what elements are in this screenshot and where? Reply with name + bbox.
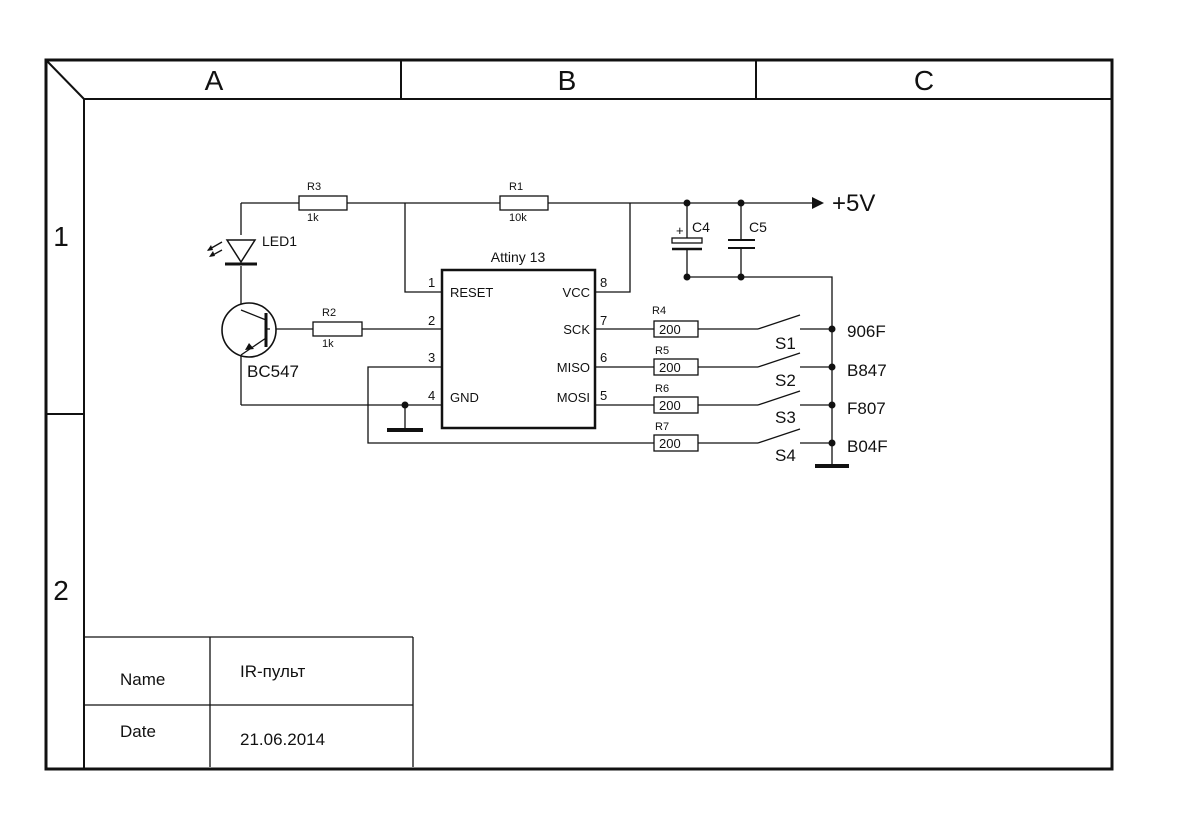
r1-ref: R1: [509, 181, 523, 193]
junctions: [401, 199, 836, 447]
transistor-ref: BC547: [247, 362, 299, 381]
c4-ref: C4: [692, 219, 710, 235]
column-label-a: A: [205, 65, 224, 96]
r4-value: 200: [659, 322, 681, 337]
r6-value: 200: [659, 398, 681, 413]
r5-ref: R5: [655, 345, 669, 357]
r3-ref: R3: [307, 181, 321, 193]
s1-code: 906F: [847, 322, 886, 341]
c4-polarity: +: [676, 223, 684, 238]
column-label-c: C: [914, 65, 934, 96]
attiny13-chip: [440, 268, 597, 430]
led-diode: [225, 239, 257, 266]
r7-value: 200: [659, 436, 681, 451]
resistor-r4: [653, 320, 699, 338]
pin-6-number: 6: [600, 350, 607, 365]
pin-vcc-name: VCC: [563, 285, 590, 300]
r6-ref: R6: [655, 383, 669, 395]
row-label-2: 2: [53, 575, 69, 606]
led-ref: LED1: [262, 233, 297, 249]
s2-code: B847: [847, 361, 887, 380]
pin-4-number: 4: [428, 388, 435, 403]
r3-value: 1k: [307, 212, 319, 224]
row-label-1: 1: [53, 221, 69, 252]
drawing-frame: [44, 58, 1114, 771]
pin-3-number: 3: [428, 350, 435, 365]
capacitor-c5: [728, 239, 755, 249]
column-label-b: B: [558, 65, 577, 96]
supply-arrow-icon: [812, 197, 824, 209]
title-date-label: Date: [120, 722, 156, 741]
r2-ref: R2: [322, 307, 336, 319]
s3-ref: S3: [775, 408, 796, 427]
r7-ref: R7: [655, 421, 669, 433]
chip-name: Attiny 13: [491, 249, 546, 265]
resistor-r3: [298, 195, 348, 211]
pin-mosi-name: MOSI: [557, 390, 590, 405]
resistor-r6: [653, 396, 699, 414]
pin-5-number: 5: [600, 388, 607, 403]
resistor-r1: [499, 195, 549, 211]
supply-label: +5V: [832, 190, 875, 217]
resistor-r7: [653, 434, 699, 452]
title-name-value: IR-пульт: [240, 662, 305, 681]
s3-code: F807: [847, 399, 886, 418]
c5-ref: C5: [749, 219, 767, 235]
resistor-r5: [653, 358, 699, 376]
light-emission-icon: [207, 241, 223, 257]
switch-s2: [757, 352, 801, 368]
s1-ref: S1: [775, 334, 796, 353]
r5-value: 200: [659, 360, 681, 375]
r1-value: 10k: [509, 212, 527, 224]
pin-reset-name: RESET: [450, 285, 493, 300]
pin-8-number: 8: [600, 275, 607, 290]
transistor-bc547: [221, 302, 277, 358]
wires: [240, 202, 833, 465]
r4-ref: R4: [652, 305, 666, 317]
pin-2-number: 2: [428, 313, 435, 328]
s4-ref: S4: [775, 446, 796, 465]
switch-s4: [757, 428, 801, 444]
pin-miso-name: MISO: [557, 360, 590, 375]
resistor-r2: [312, 321, 363, 337]
pin-gnd-name: GND: [450, 390, 479, 405]
pin-7-number: 7: [600, 313, 607, 328]
pin-sck-name: SCK: [563, 322, 590, 337]
switch-s1: [757, 314, 801, 330]
r2-value: 1k: [322, 338, 334, 350]
title-block: [84, 636, 414, 767]
title-name-label: Name: [120, 670, 165, 689]
switch-s3: [757, 390, 801, 406]
title-date-value: 21.06.2014: [240, 730, 325, 749]
s2-ref: S2: [775, 371, 796, 390]
capacitor-c4: [671, 237, 703, 251]
pin-1-number: 1: [428, 275, 435, 290]
s4-code: B04F: [847, 437, 888, 456]
